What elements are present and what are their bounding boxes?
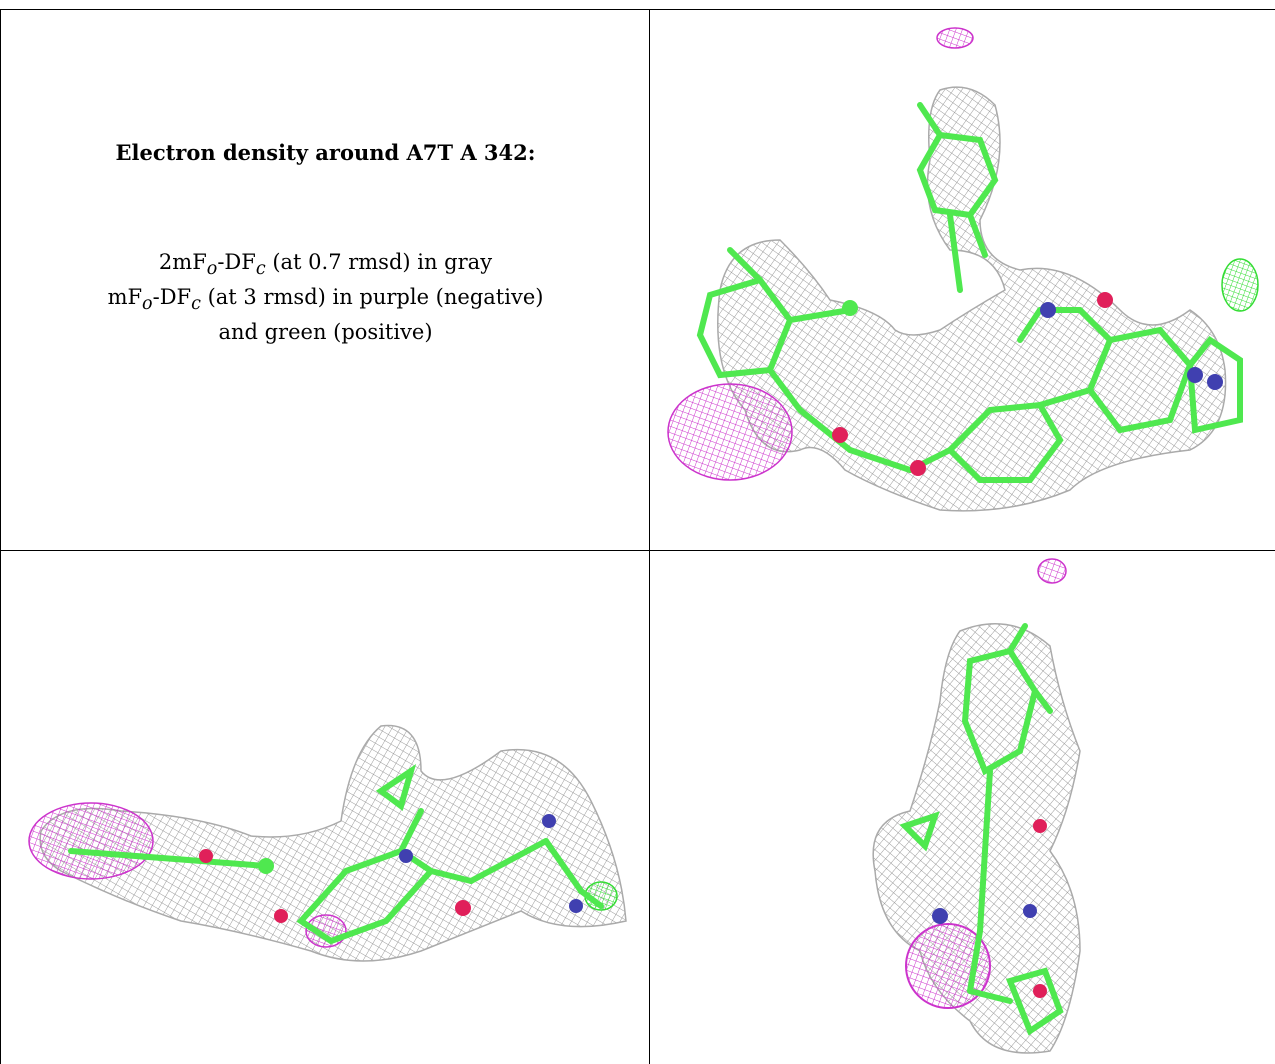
figure-title: Electron density around A7T A 342: [115,140,536,165]
nitrogen-atom [1040,302,1056,318]
positive-density-blob [1221,258,1259,312]
oxygen-atom [910,460,926,476]
negative-density-blob [28,802,154,880]
negative-density-blob [667,383,793,481]
density-view-bottom-left [1,551,649,1064]
nitrogen-atom [1187,367,1203,383]
density-view-bottom-right [650,551,1275,1064]
oxygen-atom [1033,984,1047,998]
gray-density-mesh [39,724,627,962]
nitrogen-atom [932,908,948,924]
legend-line-1: 2mFo-DFc (at 0.7 rmsd) in gray [158,250,493,280]
chlorine-atom [842,300,858,316]
density-image-1 [667,27,1259,512]
legend-line-2: mFo-DFc (at 3 rmsd) in purple (negative) [107,285,544,315]
subscript: c [191,294,201,315]
density-view-top [650,10,1275,550]
subscript: o [142,294,153,315]
oxygen-atom [199,849,213,863]
nitrogen-atom [1023,904,1037,918]
density-image-2 [28,724,627,962]
nitrogen-atom [569,899,583,913]
subscript: o [206,259,218,280]
gray-density-mesh [717,86,1227,512]
table-divider-horizontal [0,550,1275,551]
table-border-left [0,9,1,1064]
ligand-sticks [899,623,1064,1036]
oxygen-atom [274,909,288,923]
table-divider-vertical [649,9,650,1064]
oxygen-atom [1097,292,1113,308]
ligand-sticks [68,763,604,945]
nitrogen-atom [399,849,413,863]
oxygen-atom [1033,819,1047,833]
oxygen-atom [455,900,471,916]
nitrogen-atom [1207,374,1223,390]
negative-density-blob [936,27,974,49]
table-border-top [0,9,1275,10]
subscript: c [255,259,266,280]
nitrogen-atom [542,814,556,828]
legend-line-3: and green (positive) [218,320,433,344]
density-image-3 [872,558,1081,1054]
caption-cell: Electron density around A7T A 342: 2mFo-… [1,10,649,550]
oxygen-atom [832,427,848,443]
ligand-sticks [696,102,1243,483]
chlorine-atom [258,858,274,874]
negative-density-blob [1037,558,1067,584]
